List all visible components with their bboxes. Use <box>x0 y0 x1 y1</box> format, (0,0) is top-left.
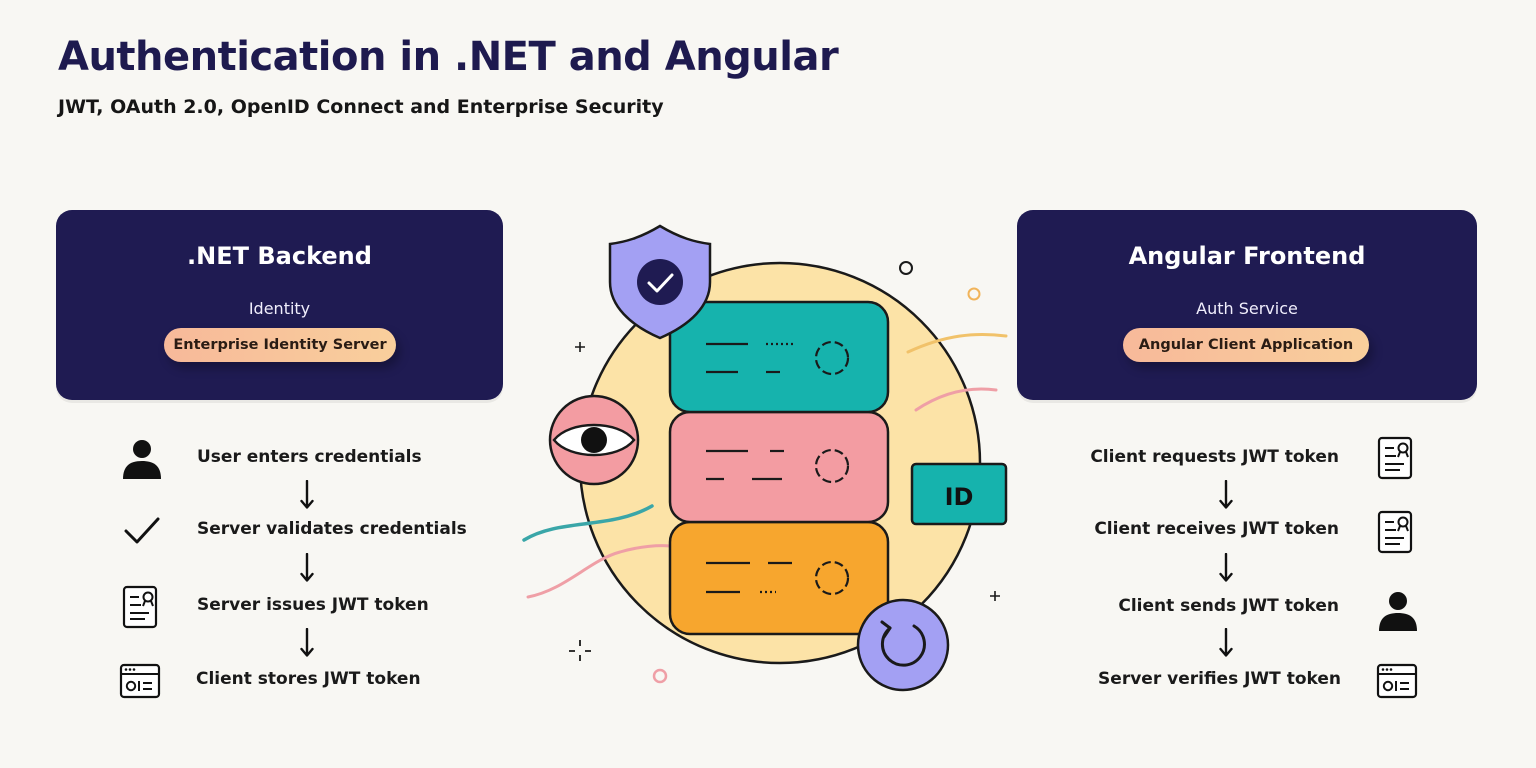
arrow-down-icon <box>1219 553 1233 582</box>
id-badge-label: ID <box>945 483 974 511</box>
frontend-step-2: Client receives JWT token <box>1094 519 1339 539</box>
decor-dot <box>967 287 981 301</box>
decor-dot <box>899 261 913 275</box>
arrow-down-icon <box>300 480 314 509</box>
decor-sparkle <box>990 591 1000 601</box>
page-title: Authentication in .NET and Angular <box>58 34 839 80</box>
decor-swoosh <box>526 544 672 599</box>
arrow-down-icon <box>1219 480 1233 509</box>
frontend-pill: Angular Client Application <box>1123 328 1369 362</box>
checkmark-icon <box>124 517 160 544</box>
id-card-icon: ID <box>910 462 1008 526</box>
user-icon <box>123 440 161 479</box>
arrow-down-icon <box>300 628 314 657</box>
arrow-down-icon <box>1219 628 1233 657</box>
server-stack-icon <box>668 300 890 636</box>
frontend-step-4: Server verifies JWT token <box>1098 669 1341 689</box>
decor-sparkle <box>575 342 585 352</box>
backend-step-3: Server issues JWT token <box>197 595 429 615</box>
backend-subtitle: Identity <box>248 299 311 318</box>
certificate-document-icon <box>122 585 158 629</box>
certificate-document-icon <box>1377 436 1413 480</box>
browser-window-icon <box>119 663 161 699</box>
shield-check-icon <box>608 224 712 340</box>
browser-window-icon <box>1376 663 1418 699</box>
decor-dot <box>652 668 668 684</box>
eye-icon <box>548 394 640 486</box>
arrow-down-icon <box>300 553 314 582</box>
backend-panel: .NET Backend Identity Enterprise Identit… <box>56 210 503 400</box>
refresh-icon <box>856 598 950 692</box>
frontend-panel: Angular Frontend Auth Service Angular Cl… <box>1017 210 1477 400</box>
backend-step-1: User enters credentials <box>197 447 422 467</box>
frontend-title: Angular Frontend <box>1128 242 1366 270</box>
frontend-subtitle: Auth Service <box>1196 299 1298 318</box>
backend-pill: Enterprise Identity Server <box>164 328 396 362</box>
page-subtitle: JWT, OAuth 2.0, OpenID Connect and Enter… <box>58 96 664 118</box>
frontend-step-3: Client sends JWT token <box>1118 596 1339 616</box>
certificate-document-icon <box>1377 510 1413 554</box>
user-icon <box>1379 592 1417 631</box>
decor-swoosh <box>906 332 1008 354</box>
central-illustration: ID <box>522 224 1008 692</box>
decor-sparkle <box>569 640 591 661</box>
decor-swoosh <box>522 504 654 542</box>
decor-swoosh <box>914 387 998 412</box>
frontend-step-1: Client requests JWT token <box>1090 447 1339 467</box>
backend-step-4: Client stores JWT token <box>196 669 421 689</box>
backend-step-2: Server validates credentials <box>197 519 467 539</box>
backend-title: .NET Backend <box>187 242 372 270</box>
